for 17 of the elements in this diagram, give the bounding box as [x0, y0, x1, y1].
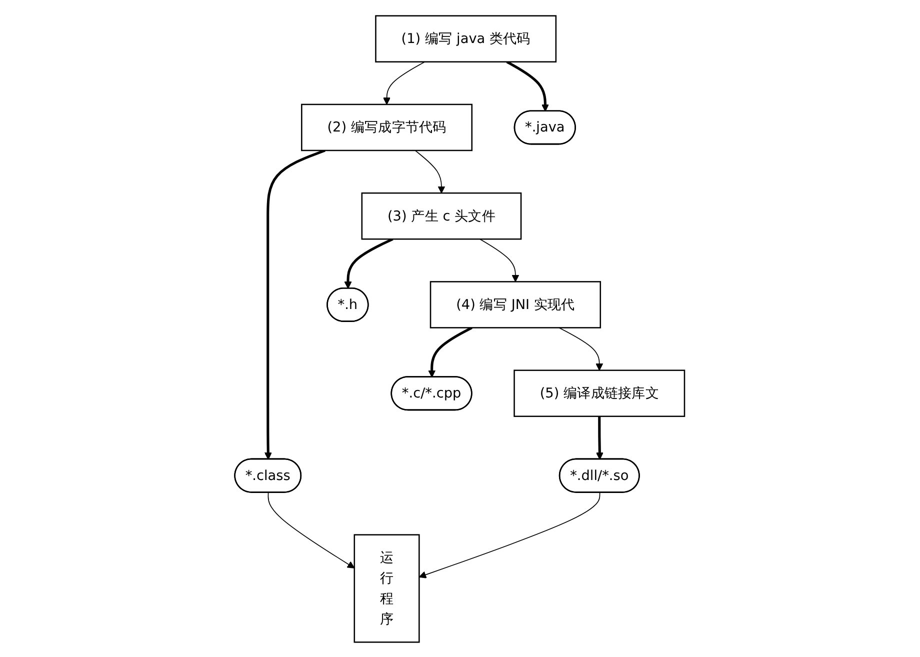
node-box: (1) 编写 java 类代码 [375, 14, 557, 62]
node-box: (4) 编写 JNI 实现代 [430, 280, 602, 328]
arrow [558, 326, 604, 370]
arrow [383, 60, 426, 104]
node-box: (2) 编写成字节代码 [301, 103, 473, 151]
arrow [415, 150, 446, 193]
node-box: (3) 产生 c 头文件 [362, 192, 522, 240]
node-box: (5) 编译成链接库文 [514, 369, 686, 416]
node-box: 运行程序 [354, 534, 420, 642]
arrow [506, 60, 550, 112]
arrow [480, 238, 520, 282]
arrow [264, 148, 326, 460]
arrow [268, 492, 356, 568]
arrow [596, 416, 604, 460]
arrow [428, 326, 473, 377]
arrow [419, 492, 601, 578]
arrow [344, 237, 394, 288]
